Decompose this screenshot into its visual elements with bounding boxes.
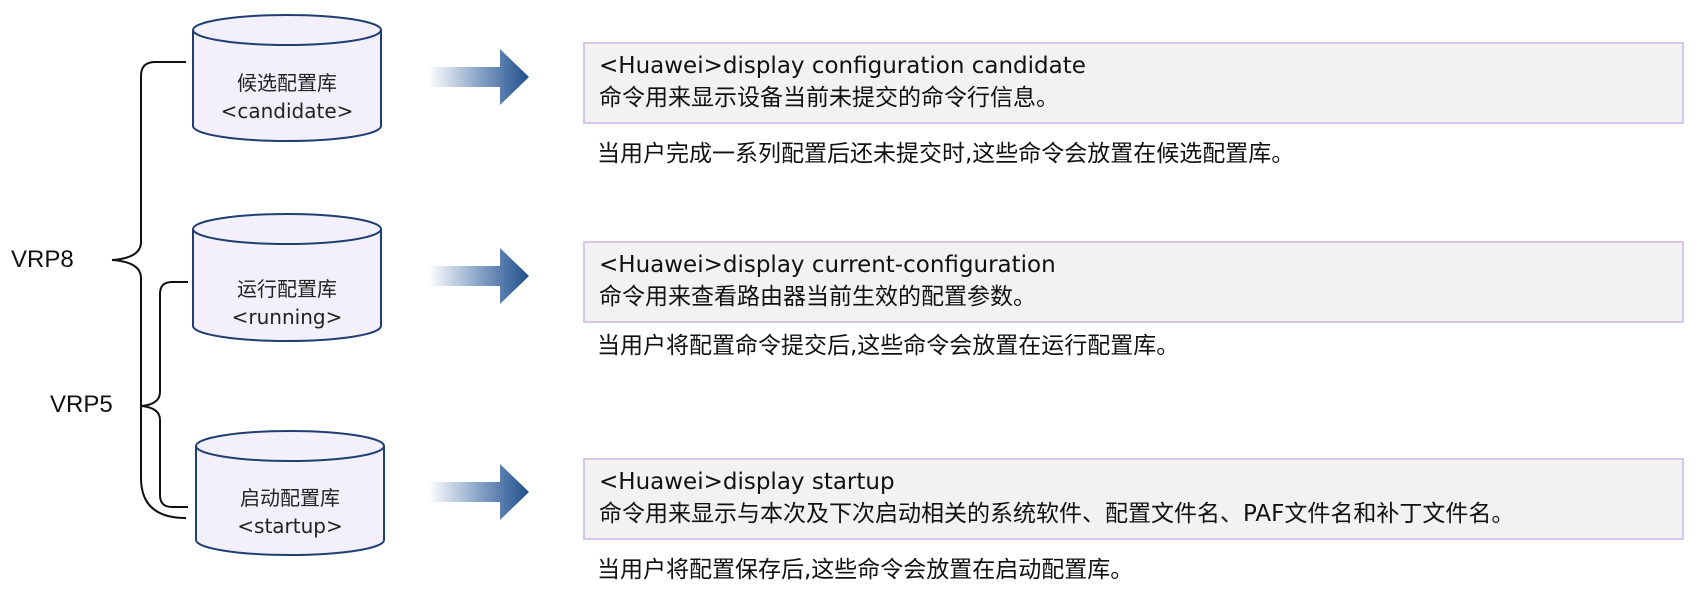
running-db-text: 运行配置库 <running> (193, 275, 381, 331)
candidate-note: 当用户完成一系列配置后还未提交时,这些命令会放置在候选配置库。 (597, 141, 1295, 167)
startup-db-cylinder (195, 430, 385, 556)
candidate-db-name: 候选配置库 (237, 71, 337, 95)
startup-note: 当用户将配置保存后,这些命令会放置在启动配置库。 (597, 557, 1134, 583)
arrow-running (428, 248, 529, 304)
startup-description: 命令用来显示与本次及下次启动相关的系统软件、配置文件名、PAF文件名和补丁文件名… (599, 501, 1515, 527)
running-description: 命令用来查看路由器当前生效的配置参数。 (599, 284, 1036, 310)
candidate-db-tag: <candidate> (220, 99, 354, 123)
arrow-candidate (428, 49, 529, 105)
startup-db-name: 启动配置库 (240, 486, 340, 510)
running-db-cylinder (192, 213, 382, 342)
arrow-startup (428, 464, 529, 520)
startup-db-text: 启动配置库 <startup> (196, 484, 384, 540)
vrp5-label: VRP5 (50, 391, 113, 418)
running-note: 当用户将配置命令提交后,这些命令会放置在运行配置库。 (597, 333, 1180, 359)
startup-db-tag: <startup> (237, 514, 343, 538)
running-db-name: 运行配置库 (237, 277, 337, 301)
startup-command-box: <Huawei>display startup 命令用来显示与本次及下次启动相关… (583, 458, 1684, 540)
startup-command: <Huawei>display startup (599, 469, 895, 495)
candidate-db-text: 候选配置库 <candidate> (193, 69, 381, 125)
vrp8-brace (111, 61, 187, 519)
running-command-box: <Huawei>display current-configuration 命令… (583, 241, 1684, 323)
vrp5-brace (141, 281, 188, 508)
candidate-command-box: <Huawei>display configuration candidate … (583, 42, 1684, 124)
candidate-command: <Huawei>display configuration candidate (599, 53, 1086, 79)
running-command: <Huawei>display current-configuration (599, 252, 1056, 278)
candidate-db-cylinder (192, 14, 382, 142)
running-db-tag: <running> (231, 305, 343, 329)
candidate-description: 命令用来显示设备当前未提交的命令行信息。 (599, 85, 1059, 111)
vrp8-label: VRP8 (11, 246, 74, 273)
